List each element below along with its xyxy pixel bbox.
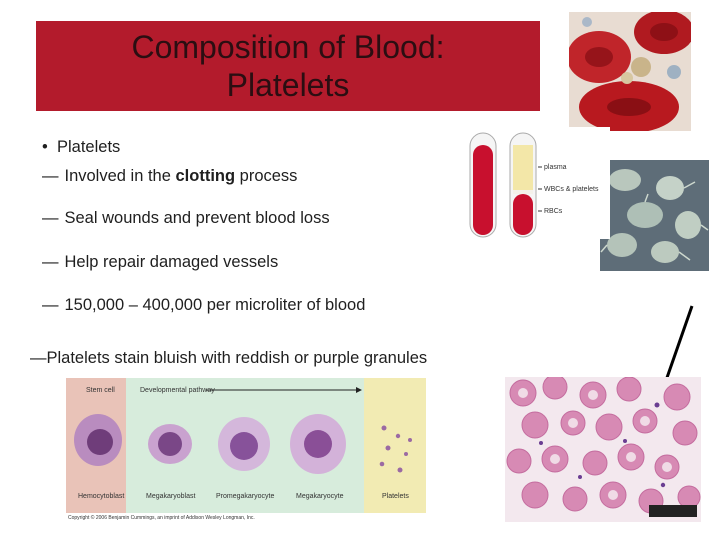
point-seal-wounds: — Seal wounds and prevent blood loss [42,209,330,228]
point-repair-vessels: — Help repair damaged vessels [42,253,278,272]
slide-title: Composition of Blood: Platelets [131,29,445,103]
blood-tubes-diagram: plasma WBCs & platelets RBCs [460,127,610,239]
tube-label-plasma: plasma [544,164,567,171]
stem-cell-label: Stem cell [86,387,115,394]
bullet-text: Platelets [57,138,121,156]
dash: — [42,209,59,227]
slide-title-banner: Composition of Blood: Platelets [36,21,540,111]
tube-label-rbc: RBCs [544,208,563,215]
bullet-platelets: • Platelets [42,138,120,157]
point-text: 150,000 – 400,000 per microliter of bloo… [64,296,366,314]
dash: — [42,253,59,271]
blood-smear-image [505,377,701,522]
dash: — [42,167,59,185]
developmental-pathway-label: Developmental pathway [140,387,215,394]
red-blood-cells-image [569,12,691,131]
point-stain: —Platelets stain bluish with reddish or … [30,349,427,368]
stage-megakaryoblast: Megakaryoblast [146,493,195,500]
bullet-dot: • [42,138,48,156]
point-text: Help repair damaged vessels [64,253,279,271]
point-text: Platelets stain bluish with reddish or p… [46,349,428,367]
stage-promegakaryocyte: Promegakaryocyte [216,493,274,500]
point-text: process [235,167,298,185]
point-text: Involved in the [64,167,176,185]
point-text: Seal wounds and prevent blood loss [64,209,330,227]
point-clotting: — Involved in the clotting process [42,167,297,186]
point-bold: clotting [175,167,236,185]
platelets-micrograph-image [600,160,709,271]
stage-hemocytoblast: Hemocytoblast [78,493,124,500]
dash: — [42,296,59,314]
platelet-developmental-pathway-image: Stem cell Developmental pathway Hemocyto… [66,378,426,521]
pathway-copyright: Copyright © 2006 Benjamin Cummings, an i… [68,514,255,521]
tube-label-wbc: WBCs & platelets [544,186,599,193]
point-count: — 150,000 – 400,000 per microliter of blo… [42,296,365,315]
stage-platelets: Platelets [382,493,409,500]
dash: — [30,349,47,367]
stage-megakaryocyte: Megakaryocyte [296,493,344,500]
